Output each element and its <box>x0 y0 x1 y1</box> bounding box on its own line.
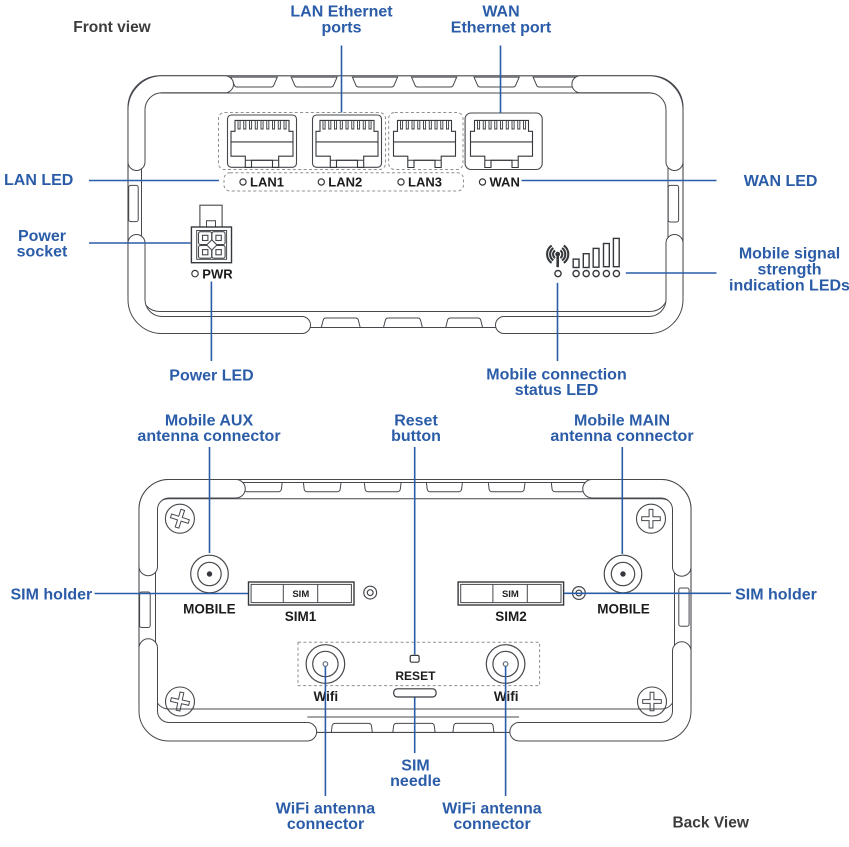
svg-text:Mobile MAIN: Mobile MAIN <box>574 413 670 430</box>
svg-text:Front view: Front view <box>73 19 151 36</box>
svg-text:SIM2: SIM2 <box>495 609 527 624</box>
svg-text:SIM holder: SIM holder <box>11 587 93 604</box>
svg-text:LAN Ethernet: LAN Ethernet <box>290 4 393 21</box>
svg-text:Reset: Reset <box>394 413 438 430</box>
svg-text:SIM: SIM <box>502 589 519 600</box>
svg-text:LAN LED: LAN LED <box>4 172 73 189</box>
svg-text:needle: needle <box>390 773 441 790</box>
svg-text:indication LEDs: indication LEDs <box>729 278 849 295</box>
svg-text:connector: connector <box>287 816 364 833</box>
svg-text:strength: strength <box>758 262 822 279</box>
svg-text:WAN LED: WAN LED <box>744 173 818 190</box>
svg-text:Mobile AUX: Mobile AUX <box>165 413 254 430</box>
svg-text:WiFi antenna: WiFi antenna <box>276 801 376 818</box>
svg-text:antenna connector: antenna connector <box>550 428 693 445</box>
svg-text:antenna connector: antenna connector <box>137 428 280 445</box>
svg-text:Back View: Back View <box>672 815 749 832</box>
svg-text:WAN: WAN <box>490 175 520 190</box>
svg-text:status LED: status LED <box>515 382 599 399</box>
svg-text:SIM1: SIM1 <box>285 609 317 624</box>
svg-text:LAN2: LAN2 <box>328 175 362 190</box>
svg-text:socket: socket <box>17 244 68 261</box>
svg-text:Ethernet port: Ethernet port <box>451 20 552 37</box>
svg-text:connector: connector <box>453 816 530 833</box>
svg-text:WiFi antenna: WiFi antenna <box>442 801 542 818</box>
svg-text:RESET: RESET <box>395 669 436 683</box>
svg-text:MOBILE: MOBILE <box>597 602 650 617</box>
svg-text:MOBILE: MOBILE <box>183 602 236 617</box>
svg-text:LAN1: LAN1 <box>250 175 284 190</box>
svg-text:Power: Power <box>18 228 66 245</box>
svg-text:ports: ports <box>322 20 362 37</box>
svg-text:PWR: PWR <box>202 266 233 281</box>
svg-text:SIM: SIM <box>292 589 309 600</box>
svg-text:SIM: SIM <box>401 758 429 775</box>
svg-text:WAN: WAN <box>482 4 519 21</box>
svg-text:Mobile connection: Mobile connection <box>486 367 626 384</box>
svg-text:LAN3: LAN3 <box>408 175 442 190</box>
svg-text:Mobile signal: Mobile signal <box>739 246 840 263</box>
svg-text:SIM holder: SIM holder <box>735 587 817 604</box>
svg-text:Power LED: Power LED <box>169 368 253 385</box>
svg-text:button: button <box>391 428 441 445</box>
